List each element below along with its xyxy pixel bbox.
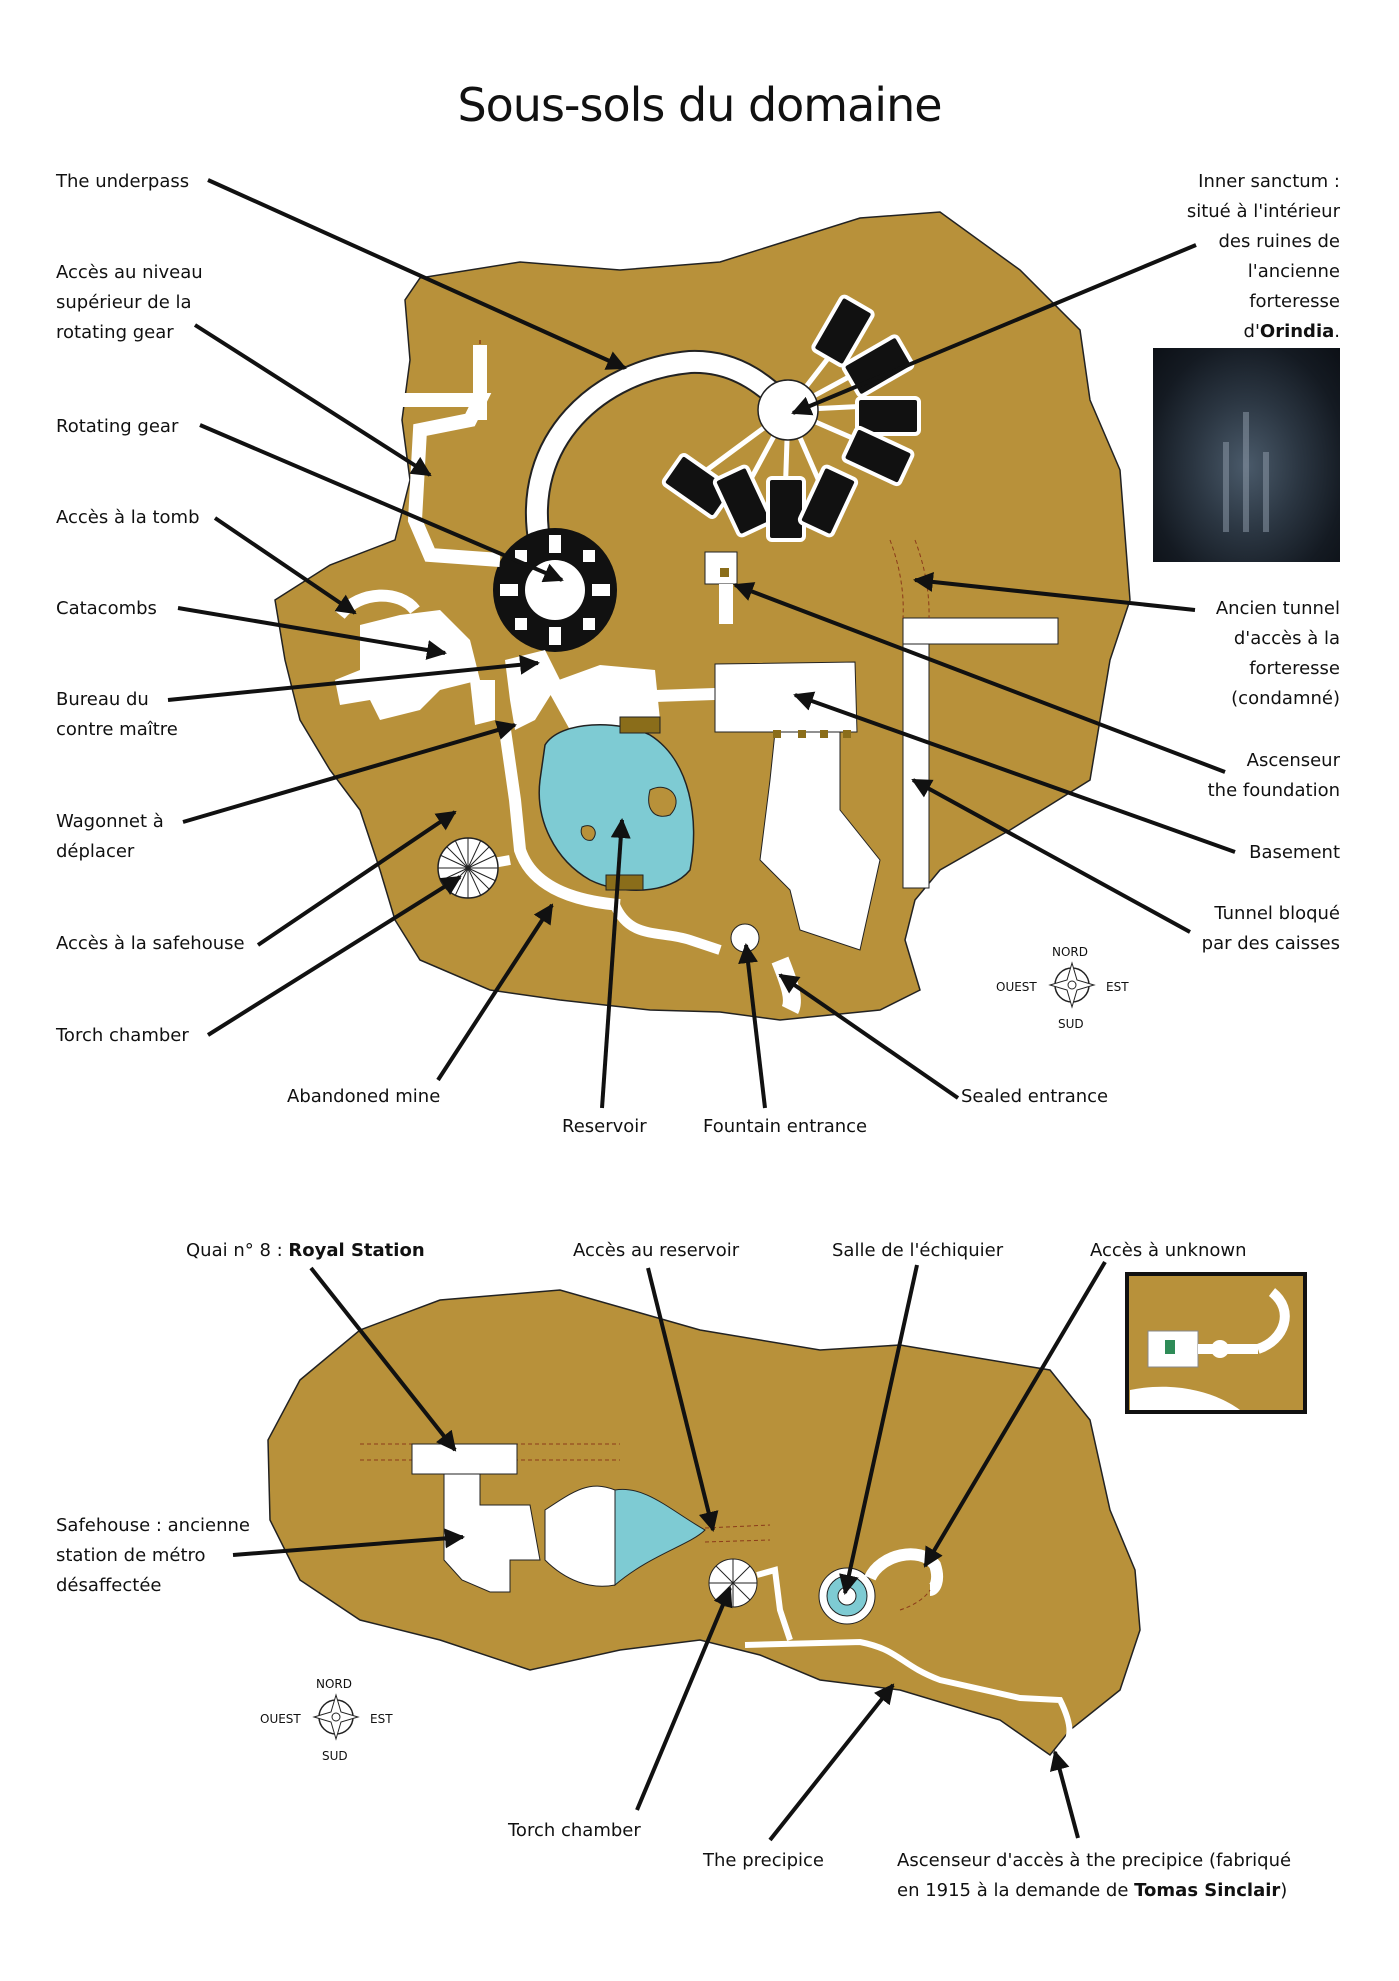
crate <box>619 716 661 734</box>
precipice-corridor <box>744 1638 1073 1751</box>
page-title: Sous-sols du domaine <box>457 78 942 132</box>
label-acces-tomb: Accès à la tomb <box>56 507 200 528</box>
label-acces-safehouse: Accès à la safehouse <box>56 933 245 954</box>
compass-west-lower: OUEST <box>260 1712 301 1726</box>
label-torch-chamber-lower: Torch chamber <box>508 1820 641 1841</box>
tunnel-bloque <box>902 617 930 889</box>
inner-sanctum <box>661 294 921 542</box>
tunnel <box>759 731 881 951</box>
label-torch-chamber: Torch chamber <box>56 1025 189 1046</box>
pointer-arrows <box>167 178 1236 1842</box>
reservoir-water <box>538 724 695 891</box>
label-underpass: The underpass <box>56 171 190 192</box>
inner-sanctum-photo <box>1153 348 1340 562</box>
compass-east-lower: EST <box>370 1712 393 1726</box>
label-precipice: The precipice <box>703 1850 824 1871</box>
compass-south-lower: SUD <box>322 1749 348 1763</box>
label-abandoned-mine: Abandoned mine <box>287 1086 441 1107</box>
compass-south: SUD <box>1058 1017 1084 1031</box>
bureau <box>505 650 560 730</box>
label-basement: Basement <box>1249 842 1340 863</box>
compass-north-lower: NORD <box>316 1677 352 1691</box>
label-fountain-entrance: Fountain entrance <box>703 1116 868 1137</box>
lower-cavern-ground <box>267 1289 1141 1757</box>
label-catacombs: Catacombs <box>56 598 157 619</box>
label-quai-royal-station: Quai n° 8 : Royal Station <box>186 1240 425 1261</box>
label-ascenseur-precipice: Ascenseur d'accès à the precipice (fabri… <box>897 1850 1292 1901</box>
abandoned-mine-corridor <box>499 729 621 911</box>
label-rotating-gear: Rotating gear <box>56 416 179 437</box>
label-salle-echiquier: Salle de l'échiquier <box>832 1240 1004 1261</box>
catacombs <box>335 610 480 720</box>
compass-rose-icon <box>1048 961 1096 1009</box>
rotating-gear <box>493 528 617 652</box>
compass-east: EST <box>1106 980 1129 994</box>
label-acces-reservoir: Accès au reservoir <box>573 1240 740 1261</box>
label-sealed-entrance: Sealed entrance <box>961 1086 1109 1107</box>
crate <box>605 874 644 891</box>
unknown-inset <box>1125 1272 1307 1414</box>
compass-west: OUEST <box>996 980 1037 994</box>
compass-north: NORD <box>1052 945 1088 959</box>
label-inner-sanctum: Inner sanctum :situé à l'intérieur des r… <box>1186 171 1340 342</box>
basement <box>714 661 858 733</box>
compass-rose-icon <box>312 1693 360 1741</box>
label-acces-unknown: Accès à unknown <box>1090 1240 1247 1261</box>
label-reservoir: Reservoir <box>562 1116 647 1137</box>
safehouse <box>360 1443 771 1593</box>
